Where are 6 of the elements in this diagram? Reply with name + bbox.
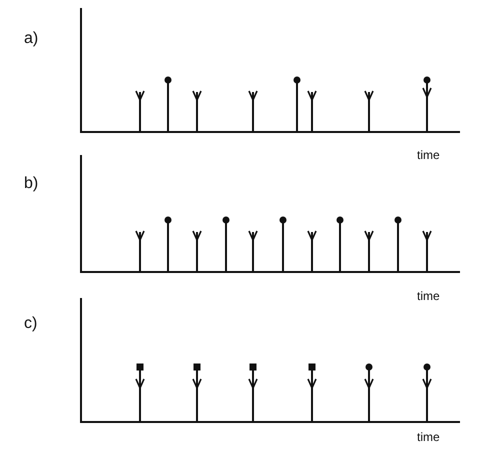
panel-label: c) xyxy=(24,315,38,333)
axis-label: time xyxy=(417,430,440,444)
axis-label: time xyxy=(417,148,440,162)
axis-label: time xyxy=(417,289,440,303)
panel-label: a) xyxy=(24,30,38,48)
panel-label: b) xyxy=(24,175,38,193)
